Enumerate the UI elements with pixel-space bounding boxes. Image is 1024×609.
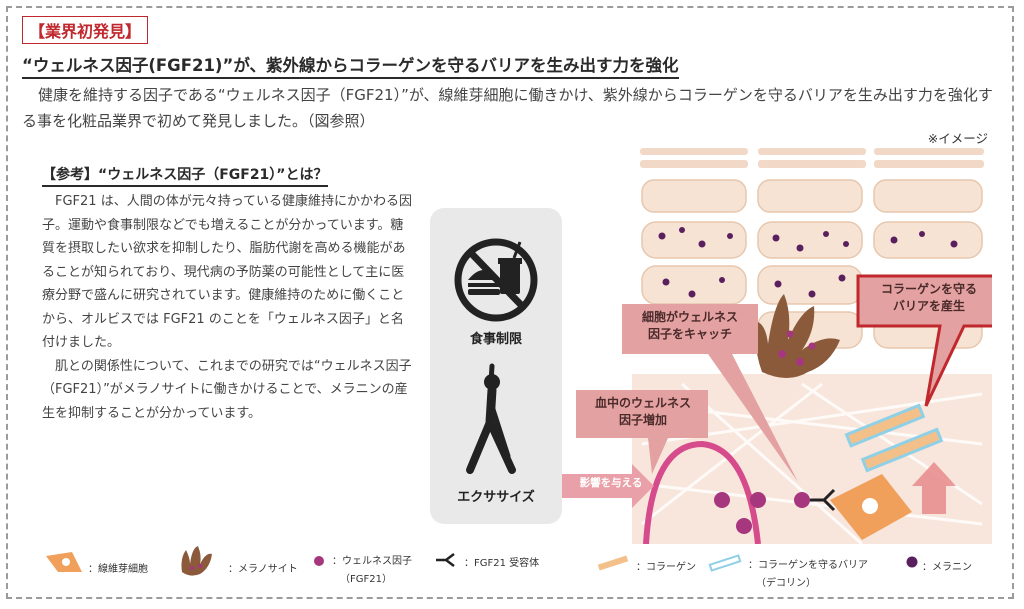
stratum-layers [640, 148, 984, 168]
reference-title: 【参考】“ウェルネス因子（FGF21）”とは？ [42, 164, 328, 187]
callout-catch-shape [622, 304, 798, 482]
wellness-factor-dots [714, 492, 810, 534]
legend: ：線維芽細胞 ：メラノサイト ：ウェルネス因子 （FGF21） ：FGF21 受… [0, 546, 1024, 589]
legend-collagen-label: ：コラーゲン [636, 562, 696, 573]
legend-barrier-icon [708, 554, 742, 572]
melanocyte-dots [778, 330, 816, 366]
callout-blood-shape [576, 390, 708, 474]
legend-receptor-label: ：FGF21 受容体 [464, 558, 540, 569]
arrow-label: 影響を与える [580, 395, 700, 489]
callout-barrier-shape [856, 274, 992, 407]
diet-label: 食事制限 [469, 332, 522, 347]
legend-melanin-label: ：メラニン [922, 562, 972, 573]
arrow-label-text: 影響を与える [579, 477, 643, 489]
legend-melanocyte-icon [181, 546, 212, 576]
image-note: ※イメージ [927, 131, 988, 146]
legend-collagen-icon [597, 555, 629, 571]
legend-wellness-label: ：ウェルネス因子 [332, 556, 412, 567]
melanocyte-cell [755, 294, 840, 378]
intro-text: 健康を維持する因子である“ウェルネス因子（FGF21）”が、線維芽細胞に働きかけ… [22, 86, 993, 130]
reference-paragraph-1: FGF21 は、人間の体が元々持っている健康維持にかかわる因子。運動や食事制限な… [42, 194, 413, 350]
reference-body: FGF21 は、人間の体が元々持っている健康維持にかかわる因子。運動や食事制限な… [42, 190, 414, 425]
barrier-strands [844, 403, 944, 473]
no-food-icon [454, 238, 538, 322]
exercise-icon [466, 363, 516, 474]
legend-melanocyte-label: ：メラノサイト [228, 564, 298, 575]
discovery-badge: 【業界初発見】 [22, 16, 149, 44]
legend-wellness-icon [314, 556, 324, 566]
influence-arrow [562, 464, 654, 508]
legend-wellness-sub: （FGF21） [340, 574, 392, 585]
receptor [810, 488, 836, 512]
reference-paragraph-2: 肌との関係性について、これまでの研究では“ウェルネス因子（FGF21）”がメラノ… [42, 358, 412, 421]
callout-blood: 血中のウェルネス 因子増加 [594, 396, 691, 427]
legend-receptor-icon [436, 553, 455, 567]
skin-diagram [562, 148, 992, 544]
legend-fibroblast-icon [46, 552, 82, 572]
legend-barrier-sub: （デコリン） [756, 578, 816, 589]
exercise-label: エクササイズ [457, 490, 535, 505]
legend-fibroblast-label: ：線維芽細胞 [88, 564, 148, 575]
up-arrow [912, 462, 956, 514]
dashed-frame [6, 6, 1014, 599]
callout-barrier: コラーゲンを守る バリアを産生 [880, 282, 977, 313]
blood-vessel [643, 440, 761, 544]
callout-catch: 細胞がウェルネス 因子をキャッチ [641, 310, 738, 341]
legend-melanin-icon [906, 556, 918, 568]
legend-barrier-label: ：コラーゲンを守るバリア [748, 560, 868, 571]
melanin-dots [658, 227, 958, 298]
headline: “ウェルネス因子(FGF21)”が、紫外線からコラーゲンを守るバリアを生み出す力… [22, 52, 679, 79]
lifestyle-panel: 食事制限 エクササイズ [430, 208, 562, 524]
